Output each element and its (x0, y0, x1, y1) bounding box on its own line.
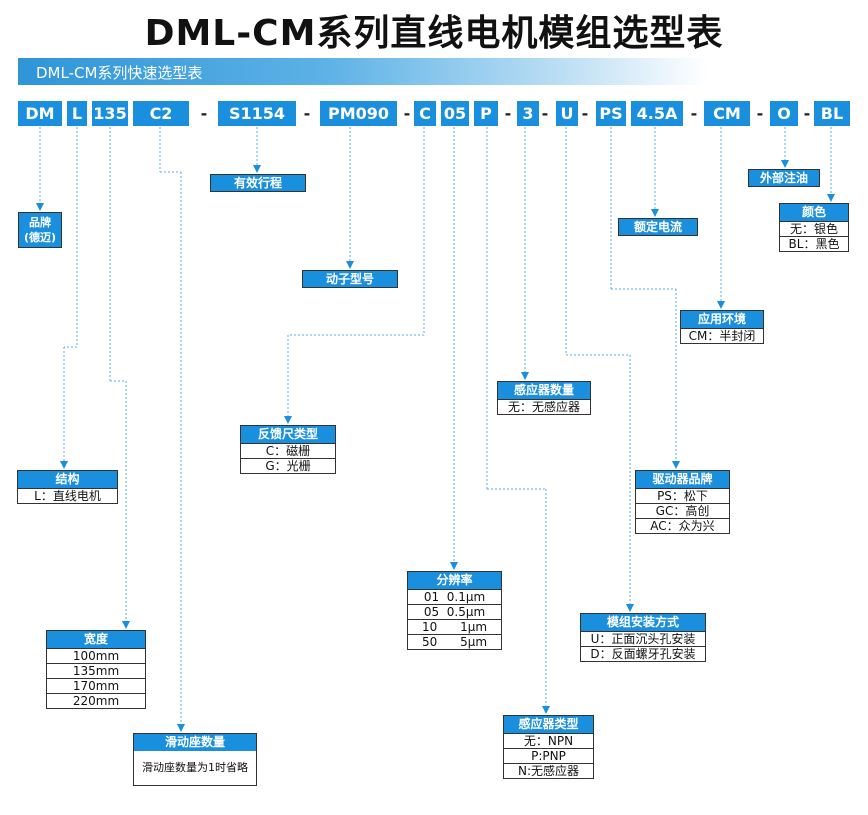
box-row: 无：银色 (780, 221, 848, 236)
box-row: 01 0.1μm (408, 589, 501, 604)
code-sensor-count: 3 (517, 101, 539, 126)
banner-text: DML-CM系列快速选型表 (36, 64, 203, 82)
code-resolution: 05 (441, 101, 469, 126)
label-current: 额定电流 (618, 218, 698, 236)
code-feedback: C (414, 101, 436, 126)
label-oil: 外部注油 (748, 169, 820, 187)
separator: - (504, 104, 512, 123)
separator: - (541, 104, 549, 123)
separator: - (581, 104, 589, 123)
separator: - (756, 104, 764, 123)
code-width: 135 (92, 101, 128, 126)
box-header: 感应器类型 (504, 716, 593, 733)
code-brand: DM (18, 101, 62, 126)
label-brand: 品牌 (德迈) (18, 212, 62, 248)
code-env: CM (704, 101, 750, 126)
box-row: D：反面螺牙孔安装 (581, 646, 705, 661)
separator: - (200, 104, 208, 123)
separator: - (303, 104, 311, 123)
separator: - (403, 104, 411, 123)
box-row: N:无感应器 (504, 763, 593, 778)
box-sensor-count: 感应器数量 无：无感应器 (497, 381, 591, 415)
box-row: CM：半封闭 (681, 328, 763, 343)
box-header: 颜色 (780, 204, 848, 221)
box-row: P:PNP (504, 748, 593, 763)
box-feedback: 反馈尺类型 C：磁栅 G：光栅 (240, 425, 336, 474)
box-row: 无：NPN (504, 733, 593, 748)
box-header: 模组安装方式 (581, 614, 705, 631)
box-sensor-type: 感应器类型 无：NPN P:PNP N:无感应器 (503, 715, 594, 779)
box-note: 滑动座数量为1时省略 (142, 761, 248, 774)
code-mount: U (556, 101, 578, 126)
box-row: GC：高创 (636, 503, 729, 518)
box-row: AC：众为兴 (636, 518, 729, 533)
box-env: 应用环境 CM：半封闭 (680, 310, 764, 344)
separator: - (803, 104, 811, 123)
box-mount: 模组安装方式 U：正面沉头孔安装 D：反面螺牙孔安装 (580, 613, 706, 662)
box-row: 50 5μm (408, 634, 501, 649)
code-slider: C2 (133, 101, 189, 126)
box-row: G：光栅 (241, 458, 335, 473)
box-resolution: 分辨率 01 0.1μm 05 0.5μm 10 1μm 50 5μm (407, 571, 502, 650)
separator: - (690, 104, 698, 123)
code-structure: L (67, 101, 87, 126)
box-row: 无：无感应器 (498, 399, 590, 414)
code-motor: PM090 (320, 101, 397, 126)
code-oil: O (770, 101, 798, 126)
box-width: 宽度 100mm 135mm 170mm 220mm (46, 630, 146, 709)
box-row: U：正面沉头孔安装 (581, 631, 705, 646)
box-row: 10 1μm (408, 619, 501, 634)
box-header: 分辨率 (408, 572, 501, 589)
box-header: 感应器数量 (498, 382, 590, 399)
code-sensor-type: P (474, 101, 498, 126)
box-row: 135mm (47, 663, 145, 678)
box-header: 驱动器品牌 (636, 471, 729, 488)
code-color: BL (814, 101, 850, 126)
box-header: 结构 (18, 471, 117, 488)
box-row: PS：松下 (636, 488, 729, 503)
code-current: 4.5A (631, 101, 683, 126)
section-banner: DML-CM系列快速选型表 (18, 58, 708, 85)
box-row: L：直线电机 (18, 488, 117, 503)
box-header: 反馈尺类型 (241, 426, 335, 443)
box-row: 170mm (47, 678, 145, 693)
box-header: 应用环境 (681, 311, 763, 328)
label-motor: 动子型号 (302, 270, 398, 288)
box-slider: 滑动座数量 滑动座数量为1时省略 (133, 733, 257, 786)
code-driver: PS (596, 101, 626, 126)
box-row: BL：黑色 (780, 236, 848, 251)
box-header: 滑动座数量 (134, 734, 256, 751)
box-driver: 驱动器品牌 PS：松下 GC：高创 AC：众为兴 (635, 470, 730, 534)
box-header: 宽度 (47, 631, 145, 648)
code-stroke: S1154 (218, 101, 296, 126)
box-row: 220mm (47, 693, 145, 708)
page-title: DML-CM系列直线电机模组选型表 (144, 13, 724, 54)
box-color: 颜色 无：银色 BL：黑色 (779, 203, 849, 252)
box-row: 100mm (47, 648, 145, 663)
label-stroke: 有效行程 (210, 174, 306, 192)
box-row: 05 0.5μm (408, 604, 501, 619)
box-row: C：磁栅 (241, 443, 335, 458)
box-structure: 结构 L：直线电机 (17, 470, 118, 504)
